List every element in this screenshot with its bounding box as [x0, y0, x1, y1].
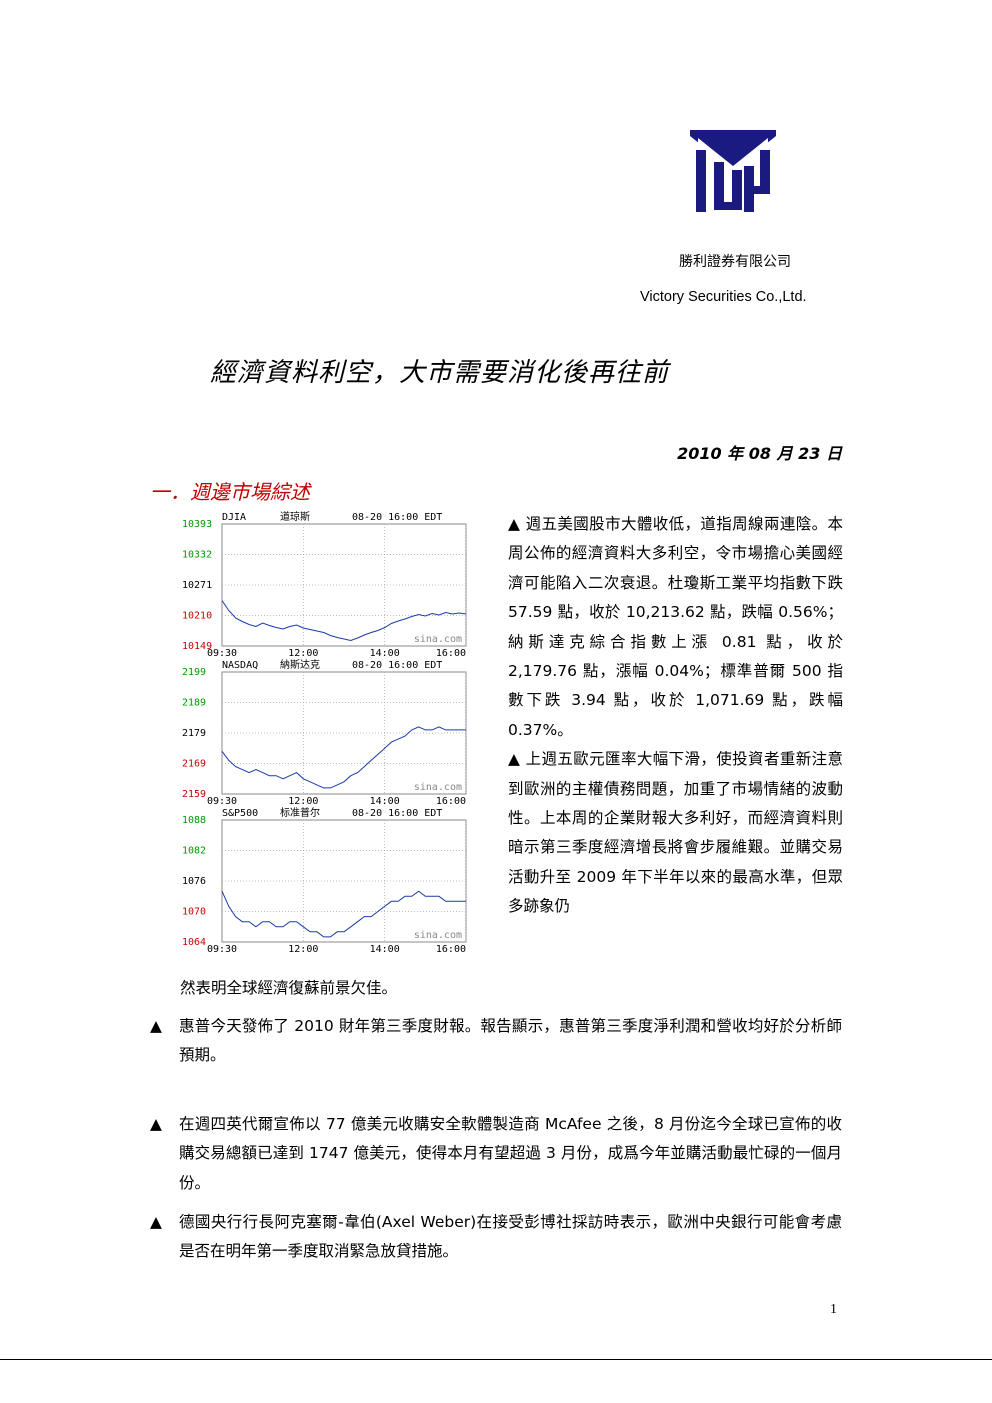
chart-y-tick-label: 10271 — [182, 580, 212, 591]
chart-timestamp-label: 08-20 16:00 EDT — [352, 512, 442, 523]
chart-y-tick-label: 1082 — [182, 846, 206, 857]
chart-x-tick-label: 09:30 — [207, 796, 237, 807]
paragraph-euro-continued: 然表明全球經濟復蘇前景欠佳。 — [180, 979, 398, 997]
chart-x-tick-label: 12:00 — [288, 648, 318, 659]
paragraph-us-market: ▲ 週五美國股市大體收低，道指周線兩連陰。本周公佈的經濟資料大多利空，令市場擔心… — [508, 515, 843, 739]
chart-watermark: sina.com — [414, 634, 462, 645]
bullet-text: 德國央行行長阿克塞爾-韋伯(Axel Weber)在接受彭博社採訪時表示，歐洲中… — [179, 1213, 842, 1261]
chart-x-tick-label: 14:00 — [370, 648, 400, 659]
chart-name-label: 納斯达克 — [280, 658, 320, 671]
chart-x-tick-label: 14:00 — [370, 796, 400, 807]
footer-divider — [0, 1359, 992, 1360]
chart-y-tick-label: 2169 — [182, 759, 206, 770]
chart-x-tick-label: 16:00 — [436, 796, 466, 807]
chart-timestamp-label: 08-20 16:00 EDT — [352, 660, 442, 671]
bullet-triangle-icon: ▲ — [150, 1115, 162, 1133]
index-charts: DJIA 道琼斯 08-20 16:00 EDT 10393 10332 10271 102… — [182, 510, 467, 955]
chart-frame — [221, 523, 467, 647]
chart-y-tick-label: 2179 — [182, 728, 206, 739]
chart-code-label: DJIA — [222, 512, 246, 523]
bullet-item: ▲ 惠普今天發佈了 2010 財年第三季度財報。報告顯示，惠普第三季度淨利潤和營… — [150, 1012, 842, 1071]
chart-y-tick-label: 10149 — [182, 641, 212, 652]
chart-y-tick-label: 10210 — [182, 611, 212, 622]
chart-y-tick-label: 1064 — [182, 937, 206, 948]
chart-y-tick-label: 2199 — [182, 667, 206, 678]
company-name-chinese: 勝利證券有限公司 — [679, 254, 791, 270]
victory-logo-icon — [690, 130, 776, 212]
bullet-text: 惠普今天發佈了 2010 財年第三季度財報。報告顯示，惠普第三季度淨利潤和營收均… — [179, 1017, 842, 1065]
chart-watermark: sina.com — [414, 930, 462, 941]
chart-y-tick-label: 2159 — [182, 789, 206, 800]
chart-x-tick-label: 12:00 — [288, 796, 318, 807]
chart-code-label: S&P500 — [222, 808, 258, 819]
chart-name-label: 标准普尔 — [280, 806, 320, 819]
bullet-text: 在週四英代爾宣佈以 77 億美元收購安全軟體製造商 McAfee 之後，8 月份… — [179, 1115, 842, 1192]
market-summary: ▲ 週五美國股市大體收低，道指周線兩連陰。本周公佈的經濟資料大多利空，令市場擔心… — [508, 510, 843, 922]
page-number: 1 — [830, 1302, 837, 1317]
chart-x-tick-label: 16:00 — [436, 944, 466, 955]
chart-name-label: 道琼斯 — [280, 510, 310, 523]
chart-x-tick-label: 12:00 — [288, 944, 318, 955]
chart-y-tick-label: 1076 — [182, 876, 206, 887]
chart-frame — [221, 671, 467, 795]
chart-series-line — [221, 726, 466, 789]
chart-y-tick-label: 1070 — [182, 907, 206, 918]
chart-watermark: sina.com — [414, 782, 462, 793]
report-date: 2010 年 08 月 23 日 — [677, 444, 842, 463]
chart-y-tick-label: 10393 — [182, 519, 212, 530]
bullet-item: ▲ 在週四英代爾宣佈以 77 億美元收購安全軟體製造商 McAfee 之後，8 … — [150, 1110, 842, 1198]
chart-x-tick-label: 09:30 — [207, 648, 237, 659]
company-name-english: Victory Securities Co.,Ltd. — [640, 289, 807, 305]
report-title: 經濟資料利空，大市需要消化後再往前 — [210, 358, 670, 388]
chart-x-tick-label: 14:00 — [370, 944, 400, 955]
chart-series-line — [221, 890, 466, 938]
section-title: 一．週邊市場綜述 — [150, 480, 310, 504]
chart-y-tick-label: 1088 — [182, 815, 206, 826]
bullet-triangle-icon: ▲ — [150, 1017, 162, 1035]
chart-x-tick-label: 16:00 — [436, 648, 466, 659]
bullet-triangle-icon: ▲ — [150, 1213, 162, 1231]
chart-timestamp-label: 08-20 16:00 EDT — [352, 808, 442, 819]
chart-y-tick-label: 10332 — [182, 550, 212, 561]
chart-x-tick-label: 09:30 — [207, 944, 237, 955]
chart-y-tick-label: 2189 — [182, 698, 206, 709]
paragraph-euro: ▲ 上週五歐元匯率大幅下滑，使投資者重新注意到歐洲的主權債務問題，加重了市場情緒… — [508, 750, 843, 916]
chart-code-label: NASDAQ — [222, 660, 258, 671]
chart-series-line — [221, 600, 467, 642]
bullet-item: ▲ 德國央行行長阿克塞爾-韋伯(Axel Weber)在接受彭博社採訪時表示，歐… — [150, 1208, 842, 1267]
